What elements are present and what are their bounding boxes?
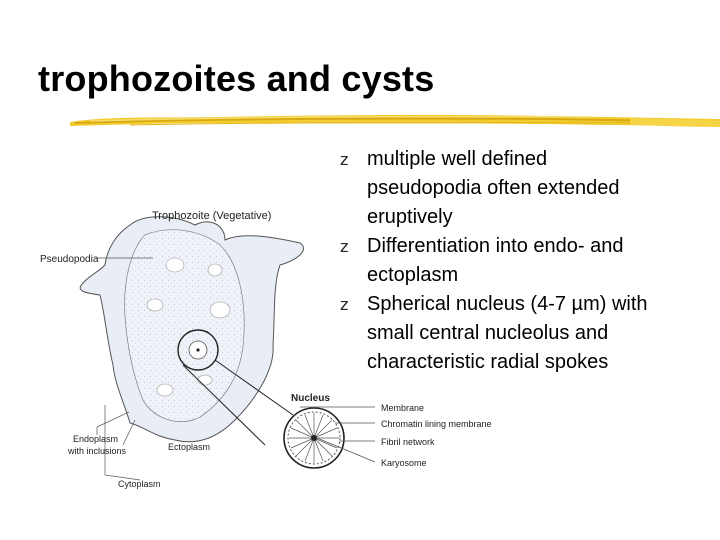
bullet-item: z Differentiation into endo- and ectopla… <box>340 232 715 290</box>
label-membrane: Membrane <box>381 403 424 413</box>
bullet-line: Spherical nucleus (4-7 µm) with <box>367 293 648 315</box>
nucleus-highlight-circle <box>177 329 219 371</box>
slide-title: trophozoites and cysts <box>38 58 435 99</box>
label-ectoplasm: Ectoplasm <box>168 442 210 452</box>
label-pseudopodia: Pseudopodia <box>40 254 99 265</box>
bullet-line: pseudopodia often extended <box>367 177 620 199</box>
bullet-line: eruptively <box>367 206 453 228</box>
bullet-line: ectoplasm <box>367 264 459 286</box>
bullet-item: z multiple well defined pseudopodia ofte… <box>340 145 715 232</box>
bullet-line: Differentiation into endo- and <box>367 235 624 257</box>
trophozoite-diagram: Trophozoite (Vegetative) Pseudopodia Nuc… <box>40 210 492 489</box>
label-chromatin: Chromatin lining membrane <box>381 419 492 429</box>
label-endoplasm-inclusions: with inclusions <box>67 446 127 456</box>
bullet-line: small central nucleolus and <box>367 322 609 344</box>
label-nucleus: Nucleus <box>291 393 330 404</box>
title-underline-decoration <box>70 114 720 127</box>
bullet-item: z Spherical nucleus (4-7 µm) with small … <box>340 290 715 377</box>
label-fibril-network: Fibril network <box>381 437 435 447</box>
figure-heading: Trophozoite (Vegetative) <box>152 210 271 222</box>
bullet-list: z multiple well defined pseudopodia ofte… <box>340 145 715 377</box>
z-bullet-icon: z <box>340 295 349 314</box>
label-karyosome: Karyosome <box>381 458 427 468</box>
enlarged-nucleus <box>283 407 345 469</box>
z-bullet-icon: z <box>340 237 349 256</box>
bullet-line: characteristic radial spokes <box>367 351 609 373</box>
z-bullet-icon: z <box>340 150 349 169</box>
bullet-line: multiple well defined <box>367 148 548 170</box>
label-endoplasm: Endoplasm <box>73 434 118 444</box>
label-cytoplasm: Cytoplasm <box>118 479 161 489</box>
